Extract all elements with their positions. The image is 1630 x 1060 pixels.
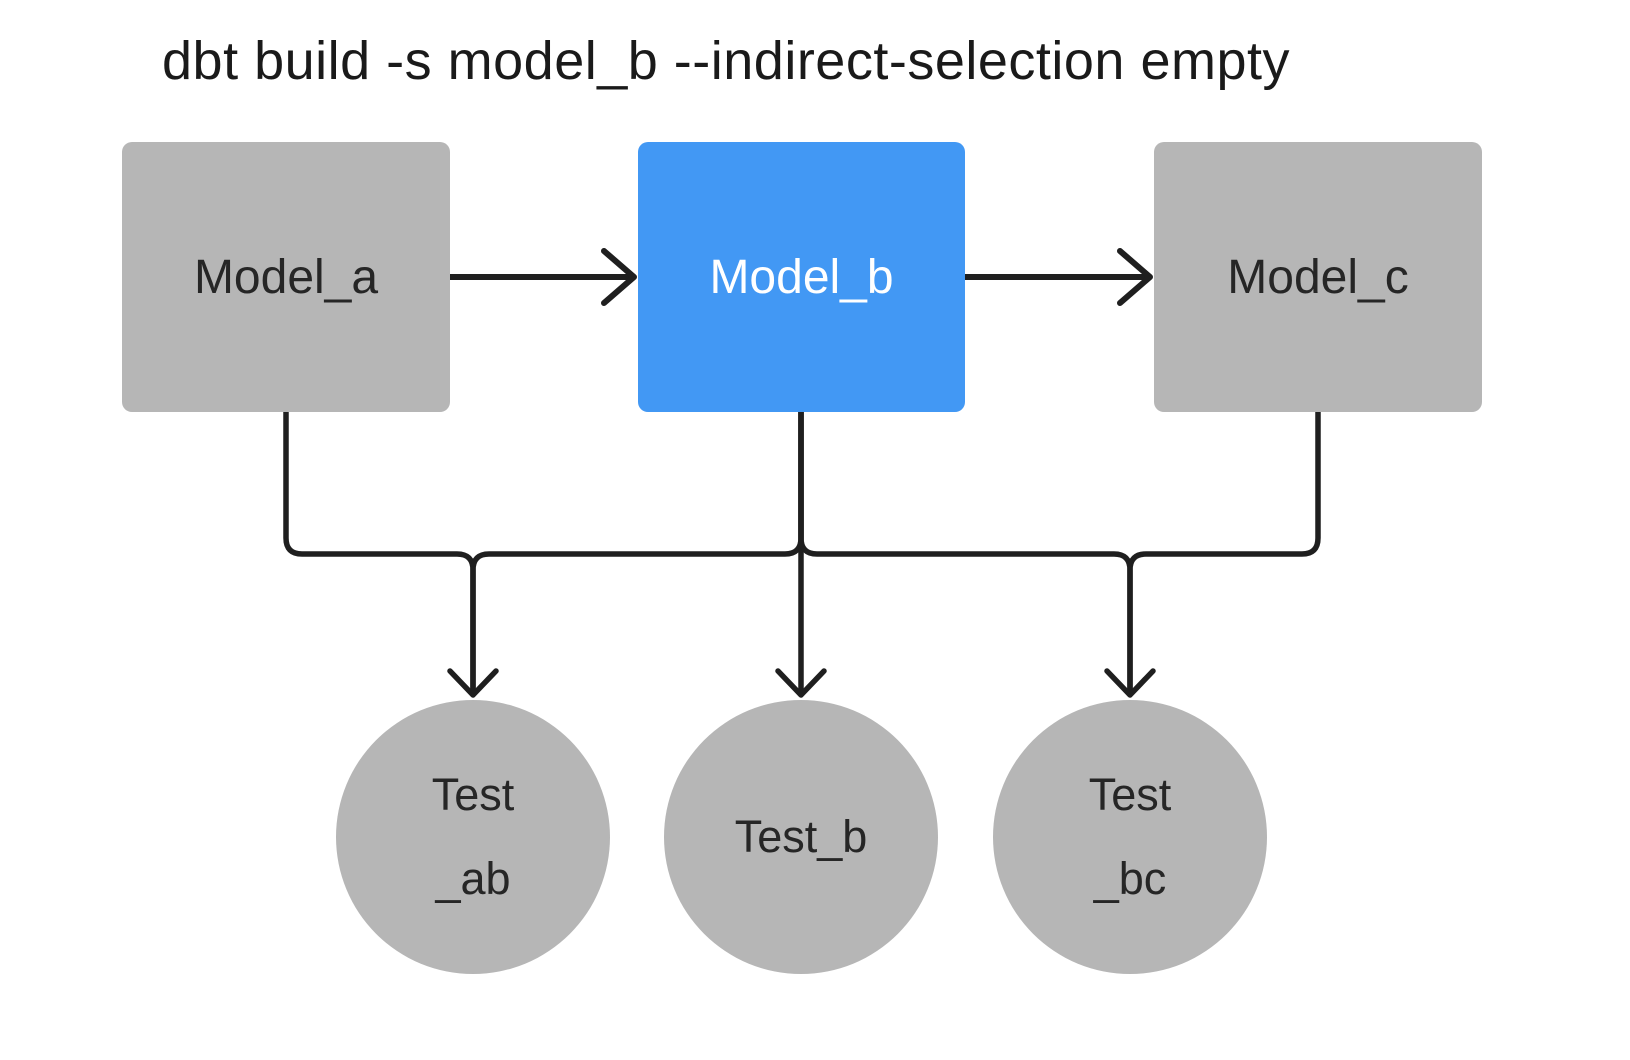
- node-model-c: Model_c: [1154, 142, 1482, 412]
- model-c-label: Model_c: [1227, 250, 1409, 304]
- node-test-b: Test_b: [664, 700, 938, 974]
- node-model-b: Model_b: [638, 142, 965, 412]
- edge-model-a-to-test-ab: [283, 409, 476, 693]
- node-model-a: Model_a: [122, 142, 450, 412]
- edge-model-b-to-test-ab: [470, 409, 804, 693]
- arrowhead-model-b-icon: [601, 248, 637, 306]
- test-ab-label-line2: _ab: [435, 853, 511, 904]
- model-b-label: Model_b: [709, 250, 894, 304]
- test-ab-label-line1: Test: [431, 769, 515, 820]
- arrowhead-test-ab-icon: [447, 668, 499, 698]
- test-bc-label-line2: _bc: [1093, 853, 1167, 904]
- arrowhead-test-b-icon: [775, 668, 827, 698]
- edge-model-c-to-test-bc: [1127, 409, 1321, 693]
- node-test-ab: Test _ab: [336, 700, 610, 974]
- arrowhead-test-bc-icon: [1104, 668, 1156, 698]
- model-a-label: Model_a: [193, 250, 379, 304]
- edge-model-b-to-test-bc: [798, 409, 1133, 693]
- test-b-label-line1: Test_b: [734, 811, 868, 862]
- test-bc-label-line1: Test: [1088, 769, 1172, 820]
- arrowhead-model-c-icon: [1117, 248, 1153, 306]
- node-test-bc: Test _bc: [993, 700, 1267, 974]
- diagram-title: dbt build -s model_b --indirect-selectio…: [162, 31, 1290, 91]
